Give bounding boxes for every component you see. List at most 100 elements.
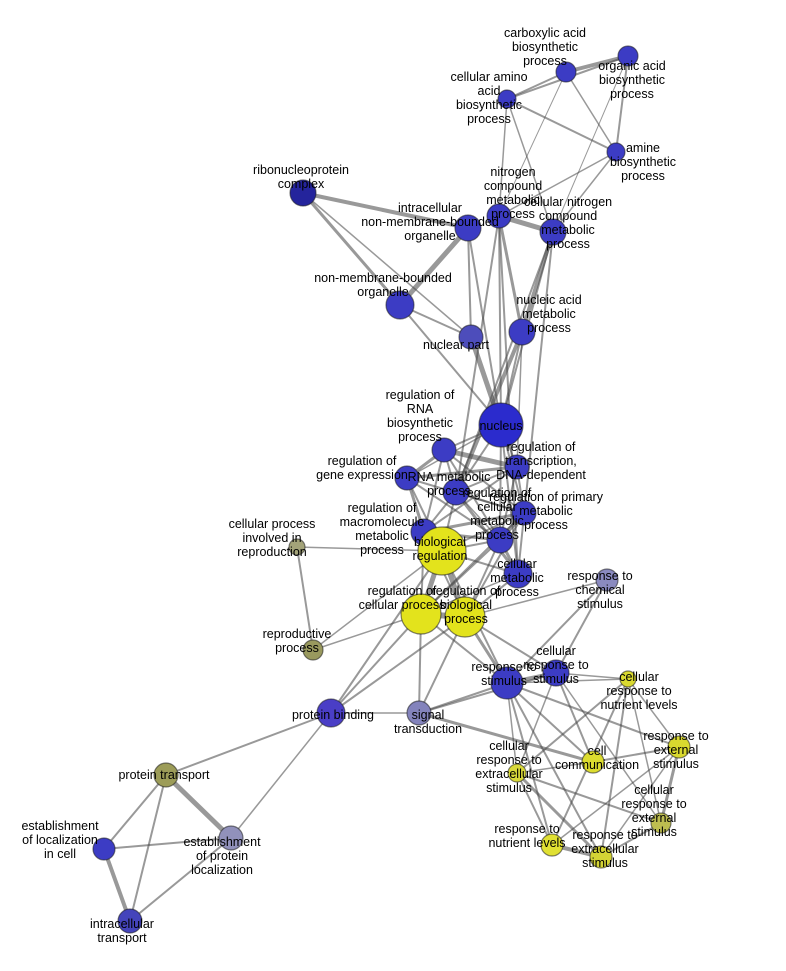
node-cellular_resp_extracellular[interactable] bbox=[507, 763, 527, 783]
node-cellular_metabolic[interactable] bbox=[503, 559, 533, 589]
edge-carboxylic_acid--nitrogen_compound bbox=[498, 71, 567, 217]
edge-cellular_resp_stimulus--cellular_resp_extracellular bbox=[516, 672, 557, 774]
edge-response_stimulus--resp_nutrient bbox=[506, 682, 553, 846]
node-nucleus[interactable] bbox=[478, 402, 524, 448]
edge-cellular_resp_nutrient--cellular_resp_external bbox=[627, 678, 662, 824]
edge-reg_rna_biosynth--reg_cellular_metabolic bbox=[443, 449, 501, 541]
edge-carboxylic_acid--amine bbox=[565, 71, 617, 153]
edge-nitrogen_compound--nucleic_acid bbox=[497, 214, 524, 334]
edge-resp_extracellular--cellular_resp_extracellular bbox=[515, 771, 603, 859]
node-reg_rna_biosynth[interactable] bbox=[431, 437, 457, 463]
edge-cellular_amino--nitrogen_compound bbox=[498, 98, 508, 217]
edge-organic_acid--amine bbox=[615, 55, 629, 153]
edge-rnp_complex--nmb_organelle bbox=[301, 191, 402, 307]
edge-reg_transcription--reg_macromolecule bbox=[423, 466, 518, 533]
node-response_stimulus[interactable] bbox=[490, 666, 524, 700]
edge-rnp_complex--nuclear_part bbox=[302, 192, 472, 338]
nodes-layer bbox=[92, 45, 691, 934]
edge-reproductive_process--biological_regulation bbox=[312, 550, 443, 651]
edge-rnp_complex--intracellular_nmb bbox=[301, 191, 470, 230]
node-nmb_organelle[interactable] bbox=[385, 290, 415, 320]
node-reg_transcription[interactable] bbox=[504, 454, 530, 480]
node-reg_cellular_metabolic[interactable] bbox=[486, 526, 514, 554]
node-nucleic_acid[interactable] bbox=[508, 318, 536, 346]
edge-nitrogen_compound--rna_metabolic bbox=[455, 215, 500, 493]
edge-reg_transcription--reg_gene_expr bbox=[405, 465, 519, 480]
edge-rna_metabolic--cellular_metabolic bbox=[454, 490, 520, 576]
node-cellular_amino[interactable] bbox=[497, 89, 517, 109]
node-resp_external[interactable] bbox=[667, 735, 691, 759]
edge-cellular_resp_stimulus--signal_transduction bbox=[418, 672, 557, 714]
edge-intracellular_nmb--nuclear_part bbox=[467, 227, 472, 338]
edge-est_localization_cell--intracellular_transport bbox=[102, 847, 132, 923]
edge-organic_acid--cellular_nitrogen bbox=[552, 55, 629, 233]
node-nitrogen_compound[interactable] bbox=[486, 203, 512, 229]
edge-cellular_resp_stimulus--cell_communication bbox=[555, 672, 594, 763]
edge-protein_binding--protein_transport bbox=[165, 712, 332, 776]
node-resp_extracellular[interactable] bbox=[589, 845, 613, 869]
edge-cellular_resp_stimulus--resp_chemical bbox=[555, 579, 608, 674]
node-nuclear_part[interactable] bbox=[458, 324, 484, 350]
edges-layer bbox=[102, 54, 681, 923]
node-organic_acid[interactable] bbox=[617, 45, 639, 67]
edge-est_protein_localization--est_localization_cell bbox=[103, 837, 232, 850]
edge-resp_external--cell_communication bbox=[592, 746, 680, 763]
node-intracellular_transport[interactable] bbox=[117, 908, 143, 934]
edge-response_stimulus--resp_external bbox=[506, 682, 680, 748]
edge-repro_involved--reproductive_process bbox=[296, 546, 314, 651]
edge-cellular_resp_nutrient--resp_extracellular bbox=[600, 678, 629, 858]
node-reg_cellular_process[interactable] bbox=[400, 593, 442, 635]
edge-cellular_amino--amine bbox=[506, 98, 617, 153]
node-repro_involved[interactable] bbox=[288, 538, 306, 556]
node-rna_metabolic[interactable] bbox=[442, 478, 470, 506]
edge-resp_external--cellular_resp_external bbox=[659, 745, 681, 825]
edge-protein_transport--est_localization_cell bbox=[103, 774, 167, 850]
node-cellular_resp_nutrient[interactable] bbox=[619, 670, 637, 688]
node-amine[interactable] bbox=[606, 142, 626, 162]
node-reg_primary[interactable] bbox=[511, 500, 537, 526]
edge-response_stimulus--cell_communication bbox=[506, 682, 594, 763]
node-est_protein_localization[interactable] bbox=[218, 825, 244, 851]
edge-nucleic_acid--reg_transcription bbox=[516, 331, 523, 468]
node-rnp_complex[interactable] bbox=[289, 179, 317, 207]
node-resp_chemical[interactable] bbox=[595, 568, 619, 592]
node-protein_binding[interactable] bbox=[316, 698, 346, 728]
edge-resp_extracellular--resp_external bbox=[600, 746, 680, 858]
node-cell_communication[interactable] bbox=[581, 750, 605, 774]
edge-response_stimulus--resp_extracellular bbox=[506, 682, 602, 858]
node-cellular_resp_external[interactable] bbox=[650, 812, 672, 834]
edge-reg_biological_process--protein_binding bbox=[330, 616, 466, 714]
node-biological_regulation[interactable] bbox=[417, 526, 467, 576]
edge-cellular_resp_nutrient--resp_external bbox=[627, 678, 680, 748]
node-reg_biological_process[interactable] bbox=[444, 596, 486, 638]
edge-reg_biological_process--resp_chemical bbox=[464, 579, 608, 618]
edge-resp_nutrient--cellular_resp_extracellular bbox=[516, 772, 553, 846]
node-reproductive_process[interactable] bbox=[302, 639, 324, 661]
edge-cellular_resp_external--cellular_resp_extracellular bbox=[516, 772, 662, 824]
edge-amine--cellular_nitrogen bbox=[552, 151, 617, 233]
node-est_localization_cell[interactable] bbox=[92, 837, 116, 861]
edge-intracellular_nmb--nmb_organelle bbox=[397, 225, 471, 308]
node-cellular_resp_stimulus[interactable] bbox=[542, 659, 570, 687]
node-carboxylic_acid[interactable] bbox=[555, 61, 577, 83]
node-resp_nutrient[interactable] bbox=[540, 833, 564, 857]
node-intracellular_nmb[interactable] bbox=[454, 214, 482, 242]
edge-reg_cellular_process--protein_binding bbox=[330, 613, 422, 714]
edge-cellular_amino--cellular_nitrogen bbox=[506, 98, 554, 233]
edge-nmb_organelle--nucleus bbox=[399, 304, 502, 426]
edge-protein_transport--est_protein_localization bbox=[163, 772, 234, 841]
node-cellular_nitrogen[interactable] bbox=[539, 218, 567, 246]
node-signal_transduction[interactable] bbox=[406, 700, 432, 726]
edge-est_protein_localization--intracellular_transport bbox=[129, 837, 232, 922]
node-reg_gene_expr[interactable] bbox=[394, 465, 420, 491]
edge-protein_transport--intracellular_transport bbox=[129, 774, 167, 922]
edge-response_stimulus--resp_chemical bbox=[506, 579, 608, 684]
node-protein_transport[interactable] bbox=[153, 762, 179, 788]
